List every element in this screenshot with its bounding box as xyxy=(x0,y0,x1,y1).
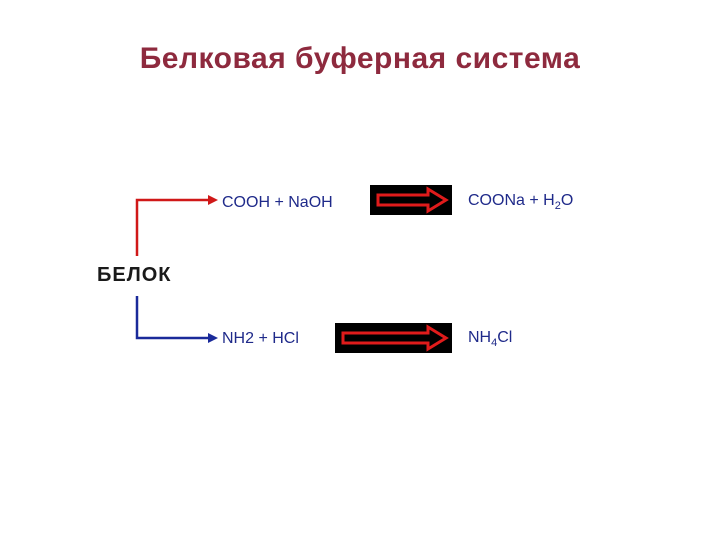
upper-branch-connector xyxy=(135,195,218,256)
protein-label: БЕЛОК xyxy=(97,264,172,286)
upper-reaction-arrow-icon xyxy=(370,185,452,215)
upper-product-label: COONa + H2O xyxy=(468,192,574,213)
page-title: Белковая буферная система xyxy=(139,42,581,75)
upper-reactant-label: COOH + NaOH xyxy=(222,194,333,211)
lower-branch-connector xyxy=(135,296,218,343)
lower-reaction-arrow-icon xyxy=(335,323,452,353)
lower-reactant-label: NH2 + HCl xyxy=(222,330,299,347)
lower-product-label: NH4Cl xyxy=(468,329,513,350)
